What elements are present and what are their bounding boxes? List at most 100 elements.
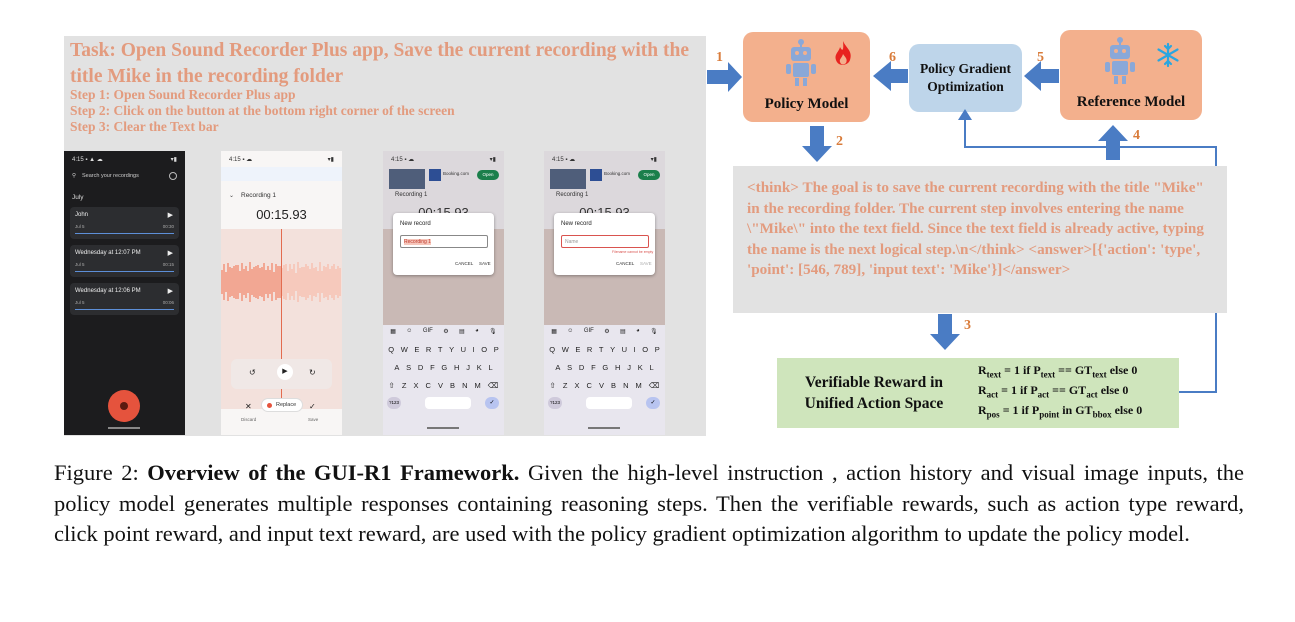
- check-icon: ✓: [309, 402, 316, 411]
- arrow-1: [707, 62, 742, 92]
- screenshot-player: 4:15 ▪ ☁▾▮ ⌄ Recording 1 00:15.93 ↺ ▶ ↻ …: [221, 151, 342, 435]
- key-I: I: [472, 345, 475, 354]
- waveform-bar: [315, 266, 317, 298]
- waveform-bar: [255, 265, 257, 299]
- key-B: B: [450, 381, 456, 390]
- waveform-bar: [339, 268, 341, 296]
- screenshot-dialog-filled: 4:15 ▪ ☁▾▮ Booking.com Open Recording 1 …: [383, 151, 504, 435]
- waveform-bar: [279, 265, 281, 299]
- name-input-value: Recording 1: [404, 239, 431, 245]
- waveform-bar: [303, 267, 305, 297]
- waveform-bar: [271, 262, 273, 302]
- waveform-bar: [243, 269, 245, 295]
- key-P: P: [493, 345, 499, 354]
- waveform-bar: [285, 263, 287, 301]
- key-U: U: [460, 345, 467, 354]
- policy-robot-icon: [786, 39, 816, 86]
- status-bar: 4:15 ▪ ▲ ☁▾▮: [72, 157, 177, 163]
- account-icon: [169, 172, 177, 180]
- waveform-bar: [251, 269, 253, 295]
- waveform-bar: [257, 264, 259, 300]
- progress-line: [75, 270, 174, 272]
- arrow-4: [1098, 125, 1128, 160]
- recording-name: Wednesday at 12:07 PM: [75, 250, 141, 256]
- caption-label: Figure 2:: [54, 460, 139, 485]
- record-dot-icon: [267, 403, 272, 408]
- key-D: D: [417, 363, 424, 372]
- key-U: U: [621, 345, 628, 354]
- play-icon: ▶: [167, 211, 173, 219]
- error-text: Filename cannot be empty: [612, 250, 654, 254]
- key-⌫: ⌫: [648, 381, 660, 390]
- waveform-bar: [283, 265, 285, 299]
- key-F: F: [430, 363, 435, 372]
- space-bar: [425, 397, 471, 409]
- key-X: X: [574, 381, 580, 390]
- key-R: R: [586, 345, 593, 354]
- symbols-key: ?123: [387, 397, 401, 409]
- arrow-2: [802, 126, 832, 162]
- waveform-bar: [263, 262, 265, 302]
- waveform-bar: [253, 266, 255, 298]
- key-G: G: [602, 363, 609, 372]
- key-J: J: [627, 363, 631, 372]
- new-record-dialog: New record Recording 1 CANCEL SAVE: [393, 213, 494, 275]
- waveform-bar: [229, 266, 231, 298]
- key-D: D: [578, 363, 585, 372]
- playback-controls: ↺ ▶ ↻: [231, 359, 332, 389]
- key-I: I: [633, 345, 636, 354]
- status-bar: 4:15 ▪ ☁▾▮: [229, 157, 334, 163]
- key-C: C: [586, 381, 592, 390]
- waveform-bar: [241, 262, 243, 302]
- ad-open-button: Open: [638, 170, 660, 180]
- name-input-placeholder: Name: [565, 239, 579, 245]
- reward-title: Verifiable Reward in Unified Action Spac…: [804, 374, 944, 412]
- waveform-bar: [299, 268, 301, 296]
- key-L: L: [488, 363, 493, 372]
- waveform-bars: [221, 261, 342, 303]
- reward-position-formula: Rpos = 1 if Ppoint in GTbbox else 0: [978, 403, 1143, 420]
- recording-name: John: [75, 212, 89, 218]
- waveform-bar: [305, 264, 307, 301]
- waveform-bar: [307, 266, 309, 298]
- task-title: Task: Open Sound Recorder Plus app, Save…: [70, 40, 689, 87]
- recording-title: Recording 1: [395, 192, 428, 198]
- step-number-6: 6: [889, 50, 896, 65]
- ad-name: Booking.com: [604, 171, 631, 176]
- step-number-2: 2: [836, 134, 843, 149]
- search-field: Search your recordings: [82, 173, 139, 179]
- waveform-bar: [267, 265, 269, 299]
- key-H: H: [454, 363, 460, 372]
- key-V: V: [598, 381, 604, 390]
- key-⇧: ⇧: [549, 381, 556, 390]
- reference-model-box: [1060, 30, 1202, 120]
- space-bar: [586, 397, 632, 409]
- screenshot-recordings-list: 4:15 ▪ ▲ ☁▾▮ ⚲ Search your recordings Ju…: [64, 151, 185, 435]
- figure-caption: Figure 2: Overview of the GUI-R1 Framewo…: [54, 458, 1244, 550]
- status-bar: 4:15 ▪ ☁▾▮: [552, 157, 657, 163]
- waveform-bar: [301, 267, 303, 297]
- waveform-bar: [337, 265, 339, 299]
- waveform-bar: [325, 266, 327, 298]
- recording-duration: 00:06: [162, 300, 174, 305]
- waveform-bar: [245, 266, 247, 298]
- search-icon: ⚲: [72, 173, 77, 179]
- keyboard-toolbar: ▦☺GIF⚙▤◕🎙: [390, 328, 497, 335]
- key-S: S: [567, 363, 573, 372]
- waveform-bar: [247, 270, 249, 294]
- play-icon: ▶: [277, 364, 293, 380]
- key-E: E: [575, 345, 581, 354]
- nav-handle: [588, 427, 620, 429]
- nav-handle: [427, 427, 459, 429]
- waveform-bar: [221, 270, 223, 294]
- key-M: M: [635, 381, 642, 390]
- feedback-line: [964, 118, 1217, 393]
- booking-logo: [429, 169, 441, 181]
- rewind-icon: ↺: [249, 368, 256, 377]
- key-G: G: [441, 363, 448, 372]
